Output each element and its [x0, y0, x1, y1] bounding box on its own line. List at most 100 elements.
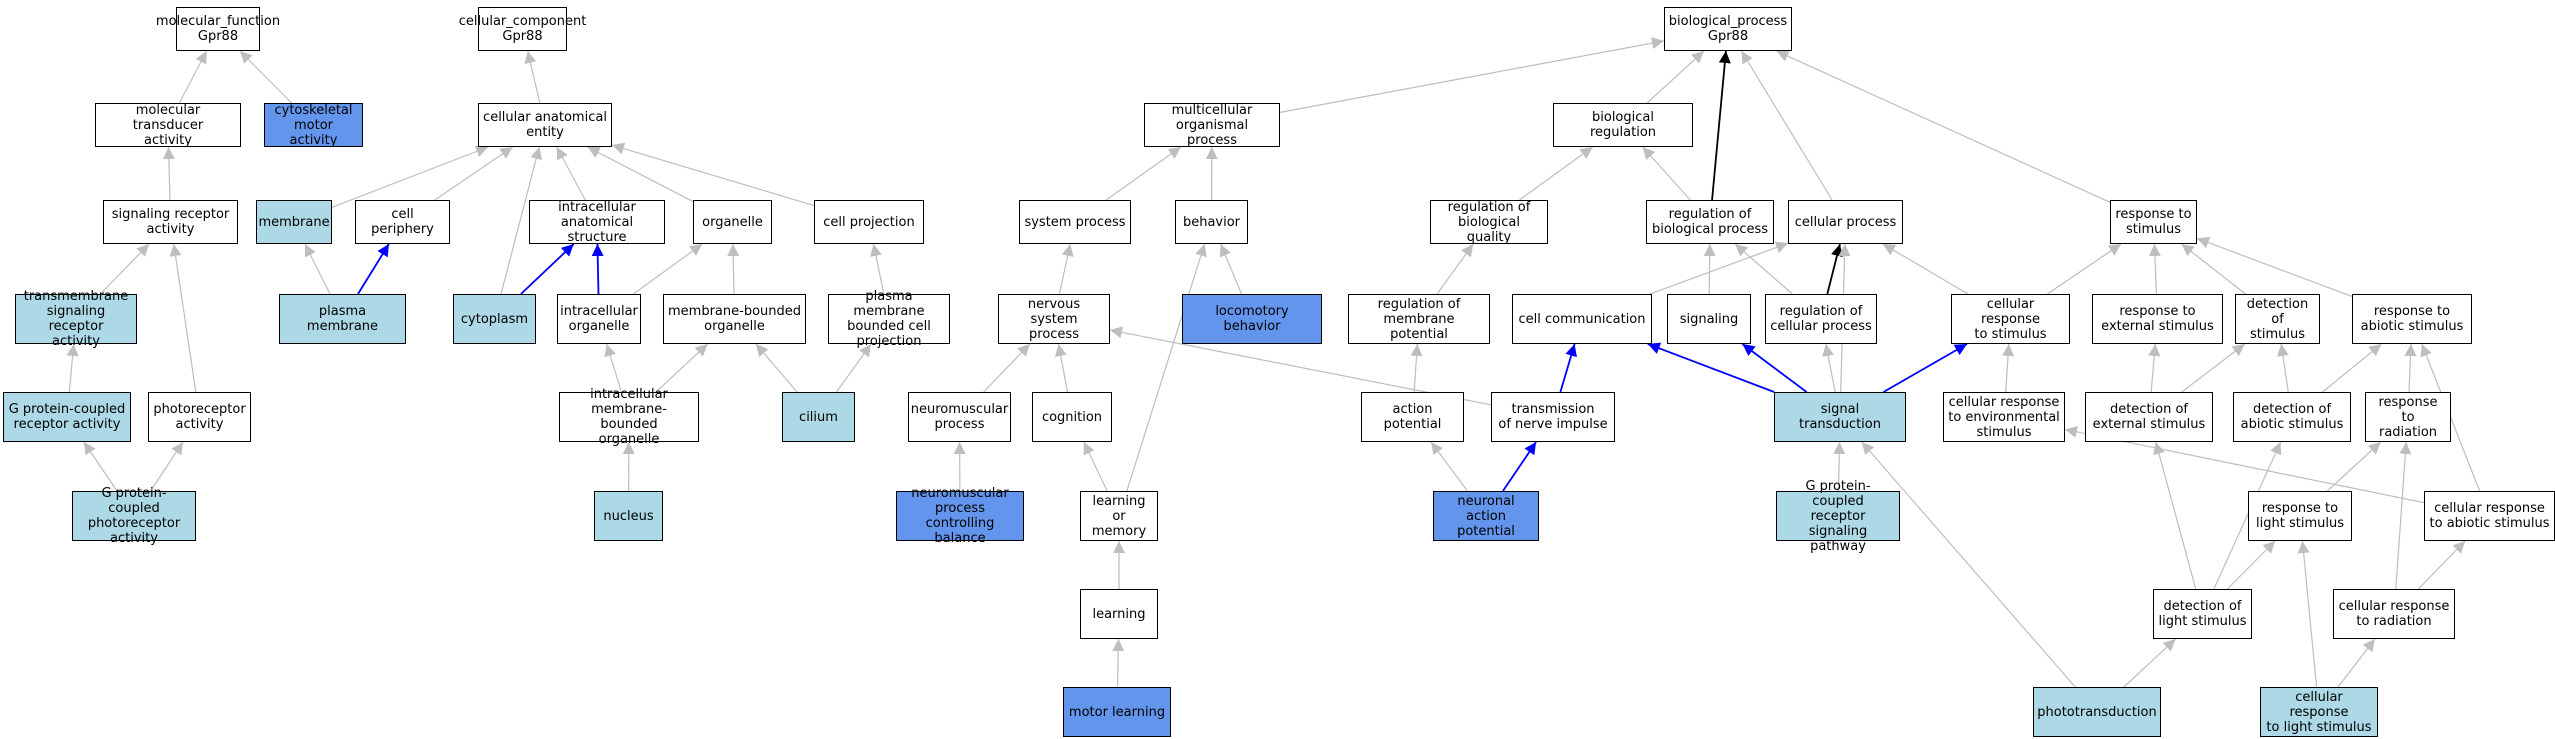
go-term-rtr: response to radiation [2365, 392, 2451, 442]
go-term-ras: response to abiotic stimulus [2352, 294, 2472, 344]
edge-rtr-to-ras [2404, 343, 2417, 393]
go-term-nmp: neuromuscular process [908, 392, 1011, 442]
edge-nap-to-tni [1502, 441, 1537, 492]
go-term-beh: behavior [1175, 200, 1248, 244]
go-term-gpcrsp: G protein-coupled receptor signaling pat… [1776, 479, 1900, 554]
edge-nmp-to-nsp [983, 343, 1031, 393]
edge-ap-to-rmp [1410, 343, 1423, 393]
edge-cma-to-mf [239, 50, 293, 104]
go-term-cproj: cell projection [814, 200, 924, 244]
edge-does-to-res [2148, 343, 2161, 393]
go-term-cc: cellular_component Gpr88 [459, 7, 586, 51]
edge-cres-to-crs [2002, 343, 2015, 393]
edge-gpcrsp-to-st [1833, 441, 1846, 492]
edge-lom-to-beh [1126, 243, 1207, 492]
go-term-bp: biological_process Gpr88 [1664, 7, 1792, 51]
go-term-cog: cognition [1032, 392, 1112, 442]
edge-does-to-dos [2181, 343, 2246, 393]
edge-crs-to-cellp [1882, 243, 1969, 295]
edge-sig-to-rbp [1703, 243, 1716, 295]
edge-cae-to-cc [524, 50, 541, 104]
edge-rts-to-bp [1776, 50, 2111, 203]
go-term-nsp: nervous system process [998, 294, 1110, 344]
edge-crtr-to-crtas [2417, 540, 2466, 590]
edge-rbp-to-breg [1642, 146, 1691, 201]
edge-rbp-to-bp [1711, 50, 1731, 201]
go-term-crtr: cellular response to radiation [2333, 589, 2455, 639]
edge-memb-to-cae [331, 145, 489, 208]
edge-cper-to-cae [434, 146, 514, 201]
edge-cil-to-mbo [755, 343, 798, 393]
edge-st-to-crs [1883, 343, 1968, 393]
edge-ptd-to-dols [2123, 638, 2176, 688]
edge-cyto-to-cae [500, 146, 543, 295]
go-term-sig: signaling [1667, 294, 1751, 344]
go-term-org: organelle [693, 200, 772, 244]
edge-crs-to-rts [2047, 243, 2122, 295]
edge-rcp-to-rbp [1734, 243, 1793, 295]
edge-pm-to-cper [357, 243, 390, 295]
edge-mta-to-mf [178, 50, 208, 104]
go-term-crtls: cellular response to light stimulus [2260, 687, 2378, 737]
go-term-cper: cell periphery [355, 200, 450, 244]
go-term-rts: response to stimulus [2110, 200, 2197, 244]
edge-doas-to-ras [2322, 343, 2382, 393]
go-term-gpcra: G protein-coupled receptor activity [3, 392, 131, 442]
go-term-mbo: membrane-bounded organelle [663, 294, 806, 344]
edge-rmp-to-rbq [1436, 243, 1474, 295]
edge-nsp-to-sysp [1058, 243, 1074, 295]
edge-tni-to-ccom [1559, 343, 1577, 393]
go-term-ml: motor learning [1063, 687, 1171, 737]
go-term-memb: membrane [256, 200, 332, 244]
go-term-tni: transmission of nerve impulse [1491, 392, 1615, 442]
edge-gpcra-to-tsra [66, 343, 79, 393]
edge-cellp-to-bp [1740, 50, 1833, 201]
go-term-ptd: phototransduction [2033, 687, 2161, 737]
go-term-cres: cellular response to environmental stimu… [1943, 392, 2065, 442]
edge-res-to-rts [2148, 243, 2161, 295]
go-term-mta: molecular transducer activity [95, 103, 241, 148]
go-term-nap: neuronal action potential [1433, 491, 1539, 541]
go-term-cil: cilium [782, 392, 855, 442]
go-term-cyto: cytoplasm [453, 294, 536, 344]
go-term-dos: detection of stimulus [2235, 294, 2320, 344]
edge-lom-to-cog [1083, 441, 1108, 492]
edge-mbo-to-org [727, 243, 740, 295]
go-term-crtas: cellular response to abiotic stimulus [2424, 491, 2555, 541]
edge-crtls-to-crtr [2337, 638, 2376, 688]
go-term-res: response to external stimulus [2092, 294, 2223, 344]
edge-org-to-cae [587, 146, 694, 203]
edge-nap-to-ap [1430, 441, 1468, 492]
edge-cog-to-nsp [1054, 343, 1068, 393]
go-term-io: intracellular organelle [557, 294, 641, 344]
edge-gpcpa-to-gpcra [83, 441, 118, 492]
go-term-lrn: learning [1080, 589, 1158, 639]
go-term-ccom: cell communication [1512, 294, 1652, 344]
go-term-dols: detection of light stimulus [2153, 589, 2252, 639]
edge-st-to-sig [1741, 343, 1808, 393]
edge-breg-to-bp [1646, 50, 1705, 104]
edge-pm-to-memb [304, 243, 331, 295]
edge-dos-to-rts [2181, 243, 2246, 295]
go-term-cma: cytoskeletal motor activity [264, 103, 363, 148]
go-term-breg: biological regulation [1553, 103, 1693, 147]
edge-dols-to-rtls [2226, 540, 2276, 590]
edge-rcp-to-cellp [1826, 243, 1843, 295]
edge-gpcpa-to-pra [150, 441, 184, 492]
go-term-st: signal transduction [1774, 392, 1906, 442]
edge-ras-to-rts [2196, 236, 2353, 298]
edge-mop-to-bp [1279, 37, 1665, 113]
edge-locb-to-beh [1219, 243, 1243, 295]
go-term-rbq: regulation of biological quality [1430, 200, 1548, 245]
go-term-pm: plasma membrane [279, 294, 406, 344]
edge-imbo-to-mbo [655, 343, 708, 393]
edge-io-to-ias [591, 243, 604, 295]
edge-st-to-ccom [1647, 342, 1775, 393]
go-term-sysp: system process [1019, 200, 1131, 244]
edge-cproj-to-cae [611, 142, 815, 207]
edge-pmbcp-to-cproj [870, 243, 885, 295]
go-term-locb: locomotory behavior [1182, 294, 1322, 344]
edge-cyto-to-ias [520, 243, 575, 295]
